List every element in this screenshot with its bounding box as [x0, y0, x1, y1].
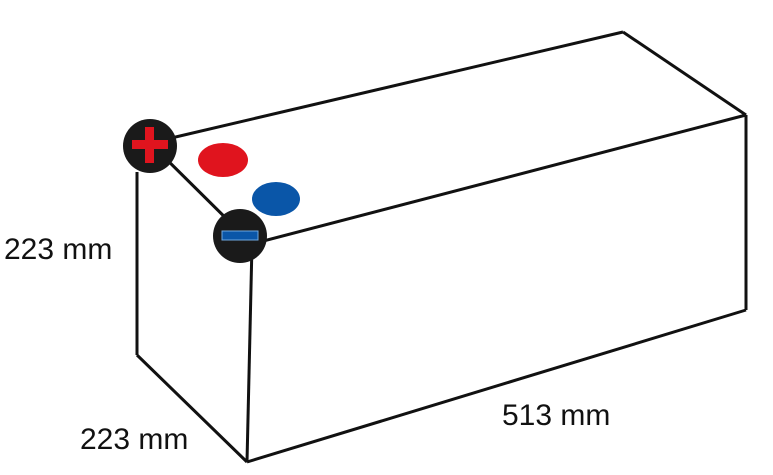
positive-badge	[123, 119, 177, 173]
battery-outline	[135, 30, 748, 464]
negative-badge	[213, 209, 267, 263]
battery-front-face	[247, 115, 746, 462]
width-dimension-label: 223 mm	[80, 423, 188, 456]
length-dimension-label: 513 mm	[502, 399, 610, 432]
height-dimension-label: 223 mm	[4, 233, 112, 266]
negative-terminal-post	[252, 182, 300, 216]
plus-icon	[132, 127, 168, 163]
minus-icon	[221, 230, 259, 241]
battery-top-face	[150, 32, 746, 244]
positive-terminal-post	[198, 143, 248, 177]
